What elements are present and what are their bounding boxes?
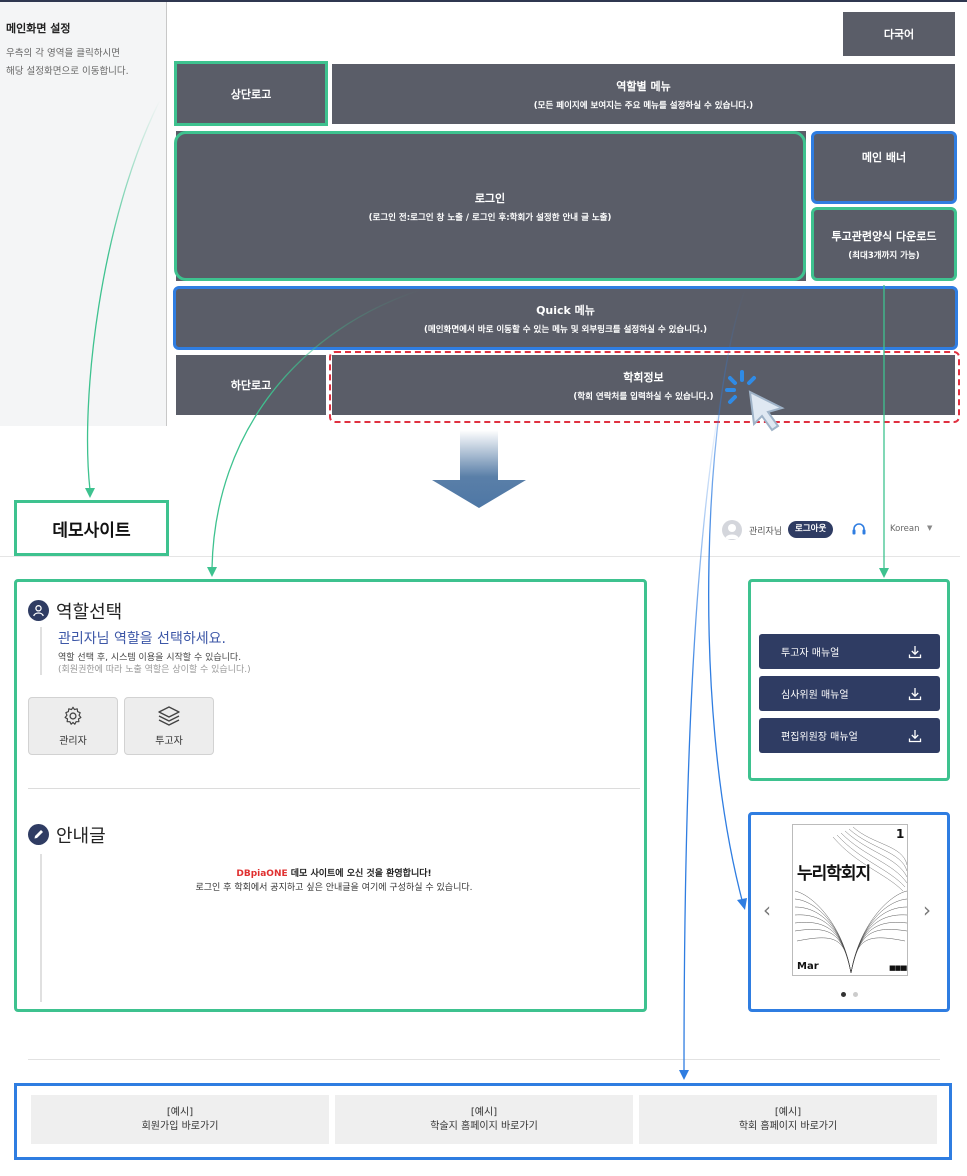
role-section-line	[40, 627, 42, 675]
manual-button-author[interactable]: 투고자 매뉴얼	[759, 634, 940, 669]
arrowhead	[679, 1070, 689, 1080]
role-menu-block[interactable]: 역할별 메뉴 (모든 페이지에 보여지는 주요 메뉴를 설정하실 수 있습니다.…	[332, 64, 955, 124]
forms-download-block-subtitle: (최대3개까지 가능)	[848, 250, 920, 261]
avatar	[722, 520, 742, 540]
quick-link-signup[interactable]: [예시] 회원가입 바로가기	[31, 1095, 329, 1144]
forms-download-block[interactable]: 투고관련양식 다운로드 (최대3개까지 가능)	[811, 207, 957, 281]
notice-section-title: 안내글	[56, 826, 106, 847]
notice-line-1: DBpiaONE 데모 사이트에 오신 것을 환영합니다!	[44, 866, 624, 879]
login-block[interactable]: 로그인 (로그인 전:로그인 창 노출 / 로그인 후:학회가 설정한 안내 글…	[174, 131, 806, 281]
settings-title: 메인화면 설정	[6, 22, 71, 35]
forms-download-block-title: 투고관련양식 다운로드	[831, 229, 937, 243]
slide-dot-active[interactable]	[841, 992, 846, 997]
main-banner-block-title: 메인 배너	[861, 150, 907, 164]
layers-icon	[158, 706, 180, 726]
top-border	[0, 0, 967, 2]
download-icon	[908, 729, 922, 742]
journal-cover-art	[794, 826, 907, 974]
role-menu-block-subtitle: (모든 페이지에 보여지는 주요 메뉴를 설정하실 수 있습니다.)	[533, 100, 754, 111]
society-info-block[interactable]: 학회정보 (학회 연락처를 입력하실 수 있습니다.)	[332, 355, 955, 415]
arrowhead	[879, 568, 889, 578]
section-divider	[28, 788, 640, 789]
notice-welcome: 데모 사이트에 오신 것을 환영합니다!	[287, 869, 432, 879]
society-info-block-title: 학회정보	[623, 370, 664, 384]
footer-divider	[28, 1059, 940, 1060]
role-menu-block-title: 역할별 메뉴	[616, 79, 671, 93]
quick-link-tag: [예시]	[470, 1106, 498, 1118]
demo-site-label: 데모사이트	[14, 500, 169, 556]
arrow-quick	[683, 399, 721, 1071]
down-arrow-icon	[432, 430, 526, 508]
role-button-admin[interactable]: 관리자	[28, 697, 118, 755]
bottom-logo-block[interactable]: 하단로고	[176, 355, 326, 415]
settings-side-panel: 메인화면 설정 우측의 각 영역을 클릭하시면 해당 설정화면으로 이동합니다.	[0, 2, 167, 426]
slide-dot[interactable]	[853, 992, 858, 997]
journal-issue-number: 1	[896, 827, 905, 841]
quick-link-society[interactable]: [예시] 학회 홈페이지 바로가기	[639, 1095, 937, 1144]
society-info-block-subtitle: (학회 연락처를 입력하실 수 있습니다.)	[573, 391, 714, 402]
user-icon	[28, 600, 49, 621]
quick-menu-block-subtitle: (메인화면에서 바로 이동할 수 있는 메뉴 및 외부링크를 설정하실 수 있습…	[423, 324, 707, 335]
login-block-title: 로그인	[474, 191, 506, 205]
login-block-subtitle: (로그인 전:로그인 창 노출 / 로그인 후:학회가 설정한 안내 글 노출)	[368, 212, 612, 223]
multilang-block[interactable]: 다국어	[843, 12, 955, 56]
journal-month: Mar	[797, 961, 819, 972]
journal-cover[interactable]: 1 누리학회지 Mar ■■■■	[792, 824, 908, 976]
manual-button-editor-label: 편집위원장 매뉴얼	[781, 732, 858, 743]
quick-link-label: 학술지 홈페이지 바로가기	[430, 1120, 538, 1132]
gear-icon	[64, 706, 82, 725]
quick-link-tag: [예시]	[774, 1106, 802, 1118]
pencil-icon	[28, 824, 49, 845]
role-button-author[interactable]: 투고자	[124, 697, 214, 755]
bottom-logo-block-title: 하단로고	[230, 379, 272, 392]
download-icon	[908, 687, 922, 700]
role-welcome-text: 관리자님 역할을 선택하세요.	[58, 631, 226, 647]
logout-button[interactable]: 로그아웃	[788, 521, 834, 538]
download-icon	[908, 645, 922, 658]
journal-title: 누리학회지	[797, 864, 871, 884]
multilang-block-title: 다국어	[883, 28, 915, 41]
manual-button-author-label: 투고자 매뉴얼	[781, 648, 840, 659]
top-logo-block[interactable]: 상단로고	[174, 61, 328, 126]
quick-menu-block-title: Quick 메뉴	[536, 303, 595, 317]
notice-section-line	[40, 854, 42, 1002]
quick-menu-block[interactable]: Quick 메뉴 (메인화면에서 바로 이동할 수 있는 메뉴 및 외부링크를 …	[173, 286, 958, 350]
role-note: (회원권한에 따라 노출 역할은 상이할 수 있습니다.)	[58, 665, 251, 675]
chevron-right-icon[interactable]: ›	[923, 898, 931, 922]
manual-button-reviewer[interactable]: 심사위원 매뉴얼	[759, 676, 940, 711]
header-user-name: 관리자님	[749, 527, 783, 537]
arrowhead	[207, 567, 217, 577]
arrowhead	[737, 898, 747, 910]
language-select[interactable]: Korean	[890, 524, 920, 534]
role-section-title: 역할선택	[56, 602, 123, 623]
journal-marks: ■■■■	[889, 964, 907, 972]
chevron-down-icon[interactable]: ▼	[927, 524, 933, 532]
login-area-panel	[14, 579, 647, 1012]
quick-link-label: 회원가입 바로가기	[141, 1120, 219, 1132]
notice-brand: DBpiaONE	[236, 869, 288, 879]
click-cursor-icon	[725, 370, 785, 432]
role-button-author-label: 투고자	[155, 736, 183, 747]
headset-icon[interactable]	[851, 521, 867, 537]
header-divider	[0, 556, 960, 557]
role-button-admin-label: 관리자	[59, 736, 87, 747]
settings-description: 우측의 각 영역을 클릭하시면 해당 설정화면으로 이동합니다.	[6, 48, 129, 77]
manual-button-reviewer-label: 심사위원 매뉴얼	[781, 690, 849, 701]
quick-link-label: 학회 홈페이지 바로가기	[738, 1120, 838, 1132]
chevron-left-icon[interactable]: ‹	[763, 898, 771, 922]
role-description: 역할 선택 후, 시스템 이용을 시작할 수 있습니다.	[58, 653, 242, 663]
notice-line-2: 로그인 후 학회에서 공지하고 싶은 안내글을 여기에 구성하실 수 있습니다.	[195, 883, 473, 893]
main-banner-block[interactable]: 메인 배너	[811, 131, 957, 204]
quick-link-journal[interactable]: [예시] 학술지 홈페이지 바로가기	[335, 1095, 633, 1144]
arrowhead	[85, 488, 95, 498]
quick-link-tag: [예시]	[166, 1106, 194, 1118]
top-logo-block-title: 상단로고	[230, 87, 272, 101]
manual-button-editor[interactable]: 편집위원장 매뉴얼	[759, 718, 940, 753]
